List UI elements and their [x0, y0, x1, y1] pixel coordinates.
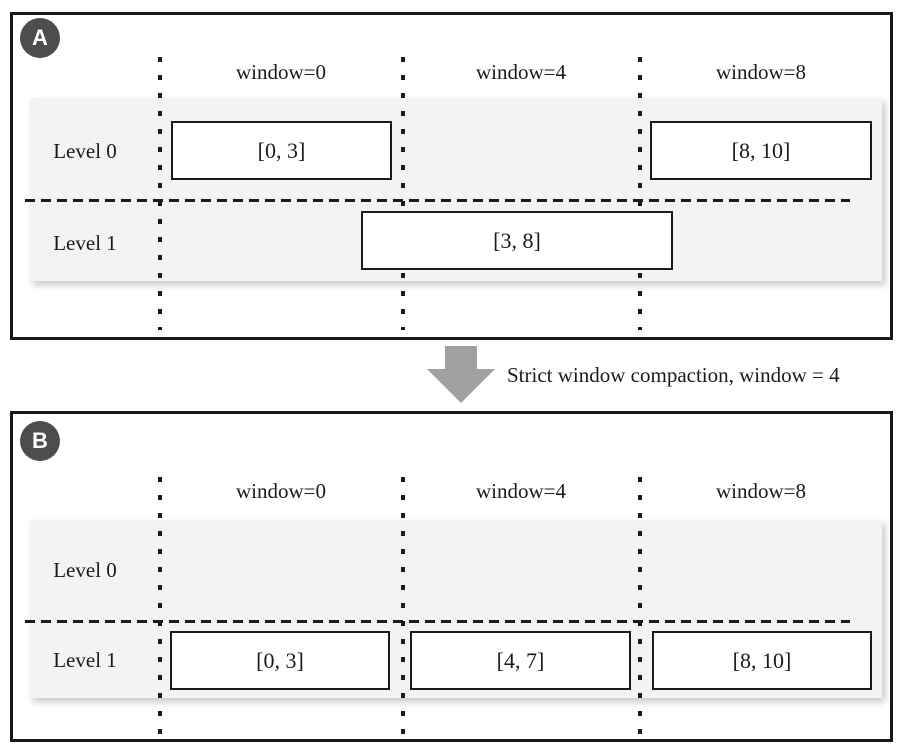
interval-box: [0, 3] — [171, 121, 392, 180]
interval-box-label: [0, 3] — [257, 137, 306, 163]
level-0-label: Level 0 — [53, 139, 117, 163]
window-boundary-dotted-line — [401, 57, 405, 330]
column-label-window-8: window=8 — [715, 60, 806, 84]
panel-a-badge-letter: A — [32, 25, 48, 50]
interval-box: [4, 7] — [410, 631, 631, 690]
interval-box-label: [3, 8] — [493, 227, 541, 253]
level-1-label: Level 1 — [53, 648, 117, 672]
interval-box-label: [0, 3] — [256, 647, 304, 673]
interval-box-label: [4, 7] — [496, 647, 545, 673]
interval-box-label: [8, 10] — [731, 137, 791, 163]
window-boundary-dotted-line — [638, 477, 642, 735]
interval-box: [8, 10] — [650, 121, 872, 180]
window-boundary-dotted-line — [158, 477, 162, 735]
panel-b-badge-letter: B — [32, 428, 48, 453]
down-arrow-shaft — [445, 346, 477, 371]
column-label-window-0: window=0 — [235, 60, 326, 84]
interval-box: [0, 3] — [170, 631, 390, 690]
level-1-label: Level 1 — [53, 231, 117, 255]
column-label-window-0: window=0 — [235, 479, 326, 503]
panel-b-badge: B — [20, 421, 60, 461]
panel-b: B window=0 window=4 window=8 Level 0 Lev… — [10, 411, 893, 742]
transition-caption: Strict window compaction, window = 4 — [507, 363, 840, 387]
interval-box-label: [8, 10] — [732, 647, 792, 673]
interval-box: [8, 10] — [652, 631, 872, 690]
column-label-window-4: window=4 — [475, 60, 566, 84]
interval-box: [3, 8] — [361, 211, 673, 270]
window-boundary-dotted-line — [638, 57, 642, 330]
level-0-label: Level 0 — [53, 558, 117, 582]
column-label-window-4: window=4 — [475, 479, 566, 503]
window-boundary-dotted-line — [158, 57, 162, 330]
window-boundary-dotted-line — [401, 477, 405, 735]
panel-a-badge: A — [20, 18, 60, 58]
level-divider-dashed-line — [25, 199, 850, 202]
column-label-window-8: window=8 — [715, 479, 806, 503]
level-divider-dashed-line — [25, 620, 850, 623]
down-arrow-head — [427, 369, 495, 403]
panel-a: A window=0 window=4 window=8 Level 0 Lev… — [10, 12, 893, 340]
